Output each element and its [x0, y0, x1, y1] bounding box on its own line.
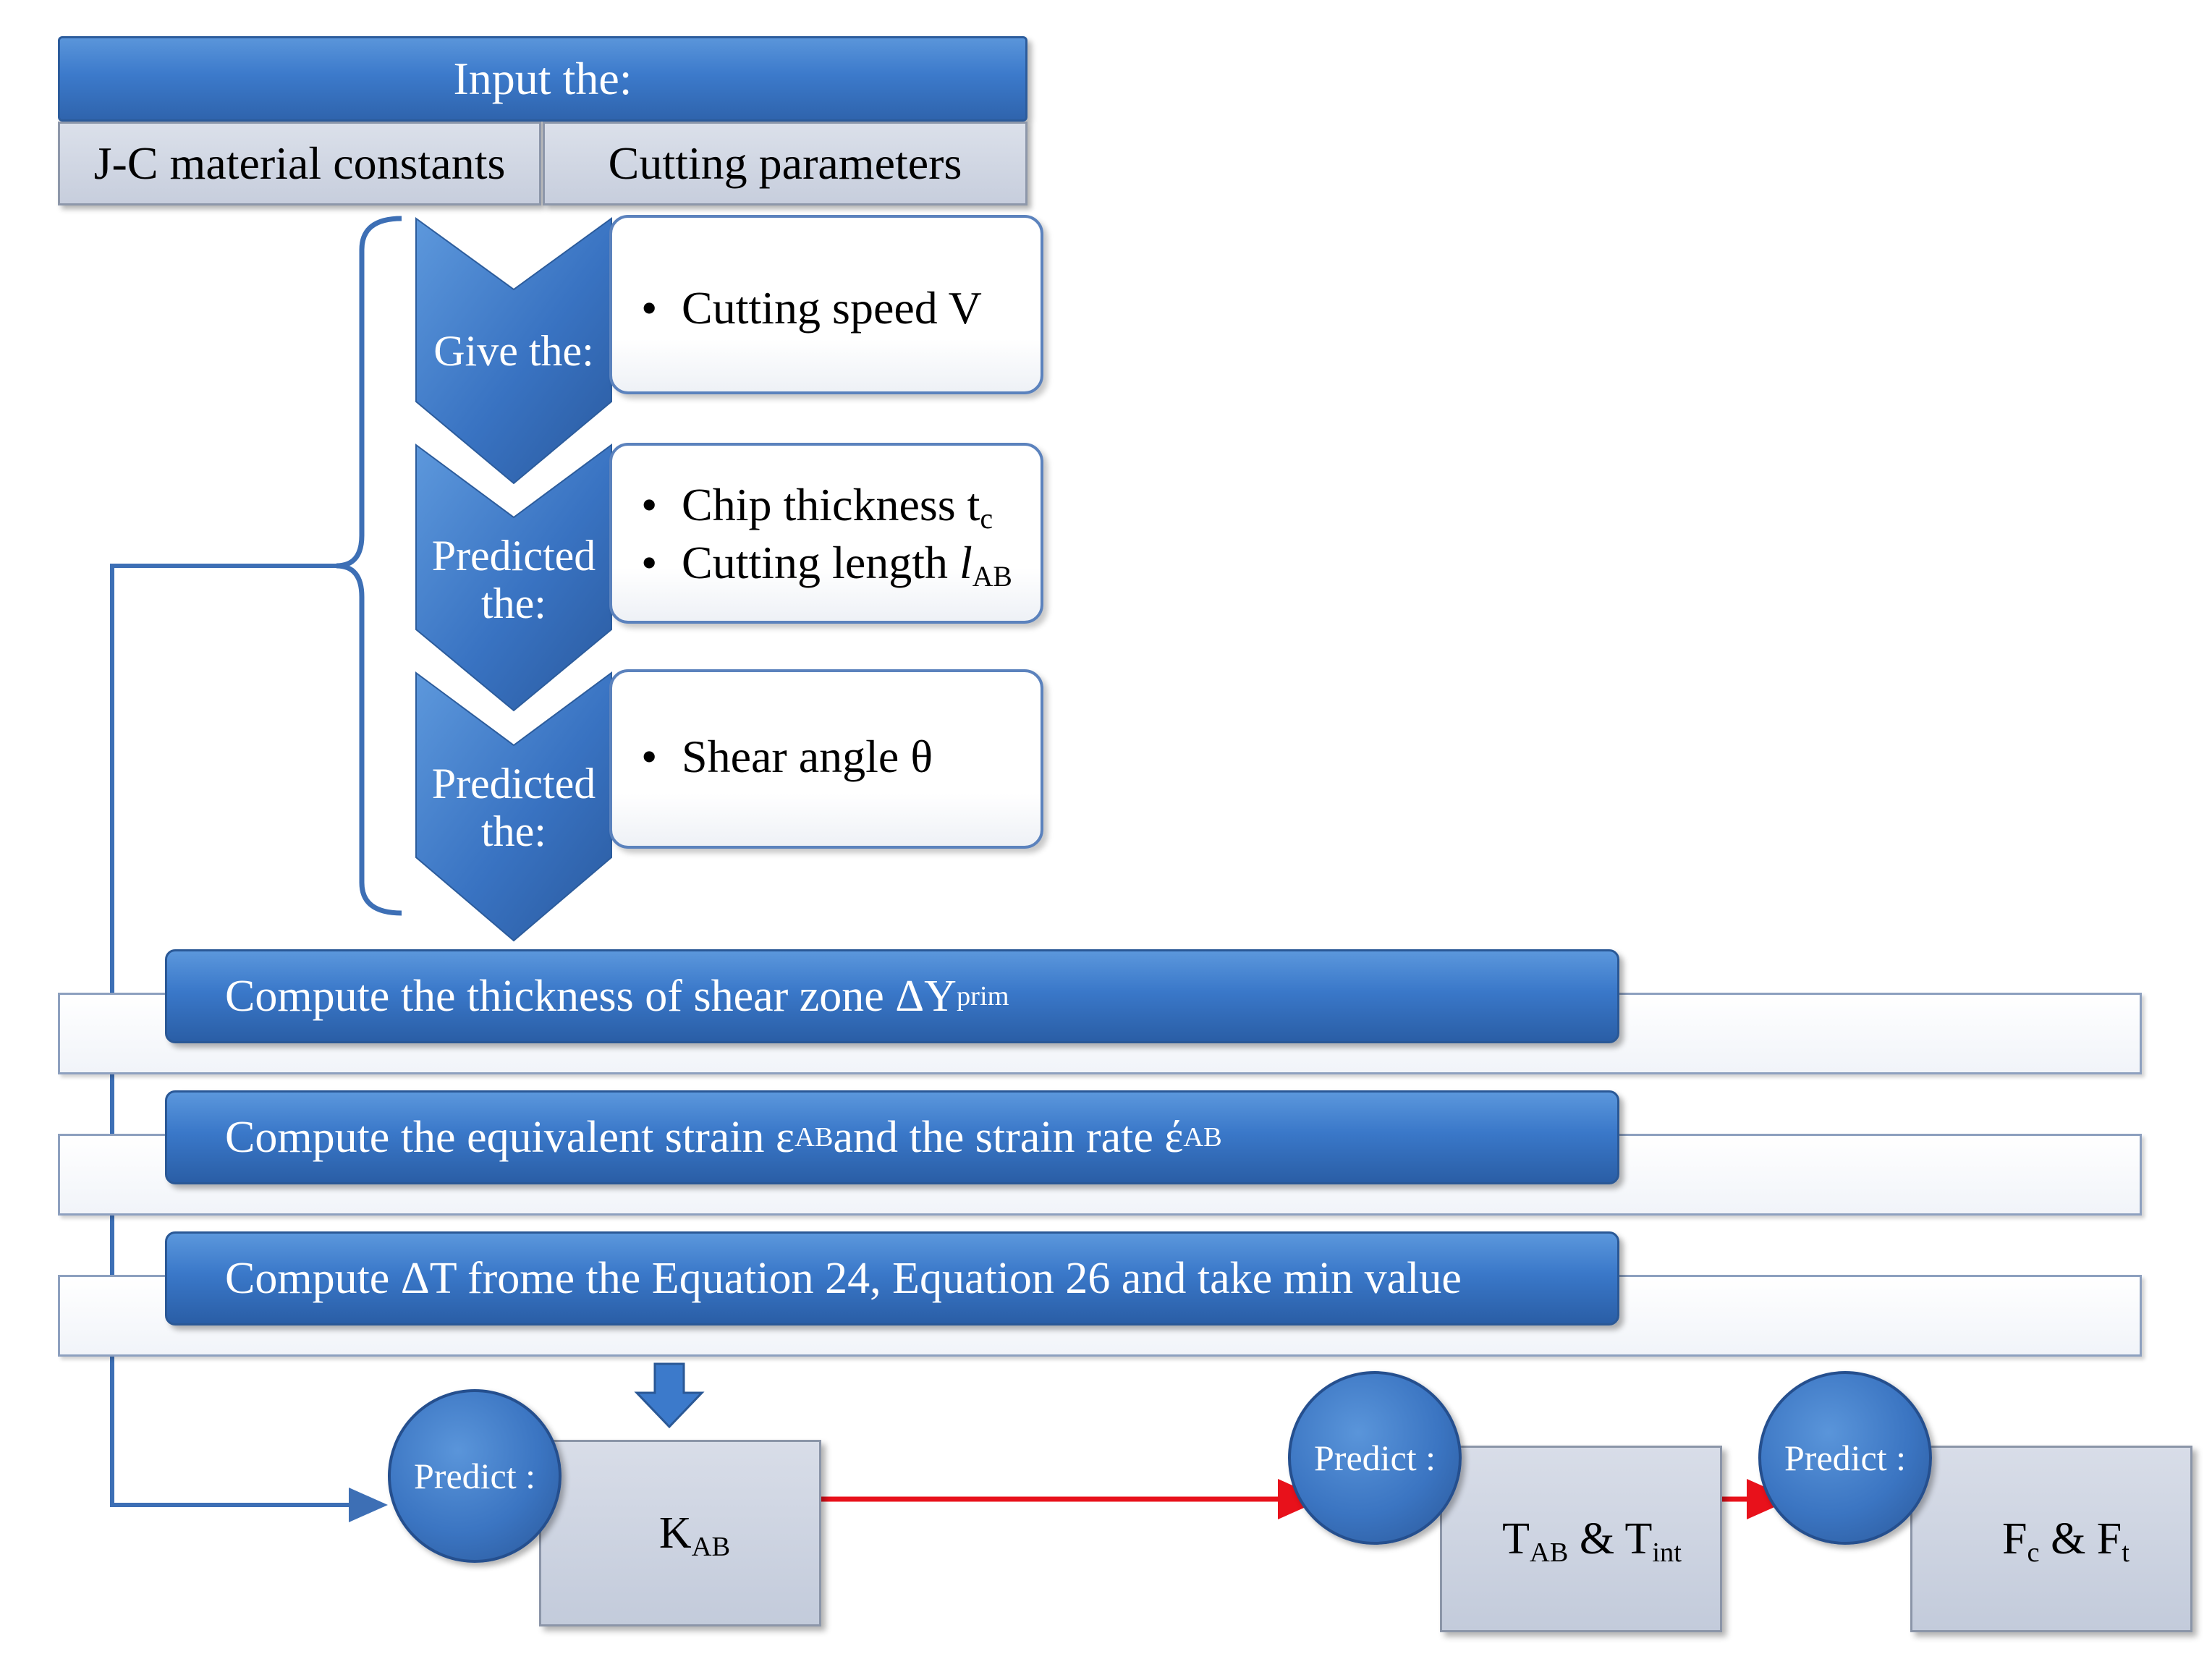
chevron-label-line: Give the:: [433, 327, 594, 375]
step-box-predicted-chip: •Chip thickness tc •Cutting length lAB: [609, 443, 1043, 624]
chevron-label-line: Predicted: [431, 532, 596, 580]
bullet-text: Shear angle θ: [682, 731, 933, 782]
bullet-text: Cutting length: [682, 537, 959, 588]
predict-symbol: T: [1502, 1514, 1530, 1564]
predict-output: Fc & Ft: [2002, 1514, 2130, 1568]
step-box-give: •Cutting speed V: [609, 215, 1043, 394]
chevron-shape: [415, 444, 612, 712]
predict-circle-1: Predict :: [388, 1389, 562, 1563]
predict-subscript: t: [2122, 1537, 2130, 1568]
compute-text: Compute the thickness of shear zone ΔY: [225, 971, 957, 1021]
predict-symbol: F: [2002, 1514, 2027, 1564]
grouping-bracket: [336, 216, 402, 916]
compute-text: Compute ΔT frome the Equation 24, Equati…: [225, 1253, 1462, 1303]
predict-subscript: int: [1652, 1537, 1682, 1568]
chevron-label-line: the:: [481, 580, 546, 627]
predict-circle-label: Predict :: [1313, 1438, 1436, 1478]
compute-text: Compute the equivalent strain ε: [225, 1112, 795, 1162]
predict-subscript: c: [2027, 1537, 2040, 1568]
predict-circle-3: Predict :: [1758, 1371, 1932, 1545]
input-cell-label: J-C material constants: [93, 137, 506, 189]
input-cell-jc-constants: J-C material constants: [58, 122, 541, 205]
predict-joiner: &: [2039, 1514, 2097, 1564]
chevron-shape: [415, 671, 612, 942]
chevron-label: Predicted the:: [409, 760, 619, 855]
bullet-text: Cutting speed V: [682, 282, 982, 334]
chevron-label-line: the:: [481, 807, 546, 855]
bullet-item: •Shear angle θ: [641, 731, 933, 782]
chevron-shape: [415, 217, 612, 485]
input-title: Input the:: [453, 53, 632, 104]
predict-subscript: AB: [691, 1531, 731, 1562]
input-cell-cutting-parameters: Cutting parameters: [543, 122, 1027, 205]
predict-symbol: F: [2096, 1514, 2122, 1564]
predict-symbol: T: [1624, 1514, 1653, 1564]
predict-box-kab: KAB: [539, 1440, 821, 1626]
bullet-subscript: AB: [972, 561, 1012, 593]
predict-output: KAB: [658, 1508, 731, 1562]
compute-text-tail: and the strain rate έ: [833, 1112, 1184, 1162]
bullet-italic-symbol: l: [959, 537, 972, 588]
down-arrow-icon: [634, 1362, 705, 1429]
bullet-item: •Cutting speed V: [641, 282, 982, 334]
bullet-subscript: c: [980, 503, 993, 535]
predict-box-temperatures: TAB & Tint: [1440, 1446, 1722, 1632]
predict-symbol: K: [658, 1508, 692, 1558]
chevron-label: Predicted the:: [409, 532, 619, 627]
input-header-bar: Input the:: [58, 36, 1027, 122]
compute-bar-delta-t: Compute ΔT frome the Equation 24, Equati…: [165, 1231, 1619, 1325]
bullet-text: Chip thickness t: [682, 479, 980, 530]
predict-circle-2: Predict :: [1288, 1371, 1462, 1545]
predict-subscript: AB: [1529, 1537, 1569, 1568]
predict-circle-label: Predict :: [1784, 1438, 1907, 1478]
step-box-predicted-shear: •Shear angle θ: [609, 669, 1043, 849]
input-cell-label: Cutting parameters: [608, 137, 962, 189]
chevron-label: Give the:: [409, 327, 619, 375]
chevron-label-line: Predicted: [431, 760, 596, 807]
bullet-item: •Cutting length lAB: [641, 537, 1012, 593]
predict-joiner: &: [1568, 1514, 1625, 1564]
predict-output: TAB & Tint: [1502, 1514, 1682, 1568]
predict-box-forces: Fc & Ft: [1910, 1446, 2192, 1632]
predict-circle-label: Predict :: [413, 1456, 536, 1496]
bullet-item: •Chip thickness tc: [641, 479, 993, 535]
